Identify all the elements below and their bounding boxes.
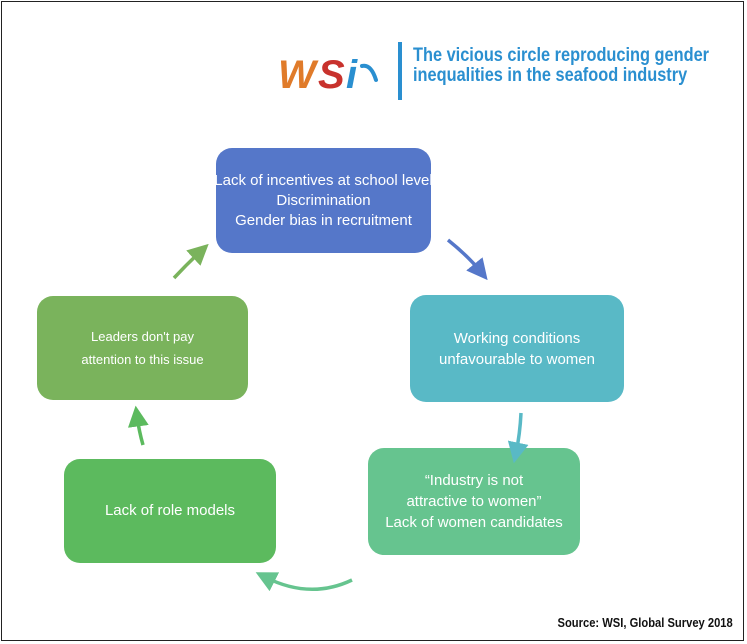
node-text: Leaders don't pay (91, 329, 194, 344)
node-text: attractive to women” (406, 493, 542, 510)
node-text: Gender bias in recruitment (235, 211, 412, 229)
node-text: unfavourable to women (439, 350, 595, 368)
node-school-incentives: Lack of incentives at school level Discr… (214, 148, 433, 253)
title-line-1: The vicious circle reproducing gender (413, 45, 710, 66)
node-text: Working conditions (453, 329, 581, 347)
svg-text:S: S (318, 53, 345, 96)
node-text: Discrimination (276, 191, 371, 209)
svg-text:W: W (278, 53, 319, 96)
diagram-title: The vicious circle reproducing gender in… (413, 45, 710, 86)
node-role-models: Lack of role models (64, 459, 276, 563)
node-text: Lack of women candidates (385, 514, 563, 531)
title-line-2: inequalities in the seafood industry (413, 65, 688, 86)
node-working-conditions: Working conditions unfavourable to women (410, 295, 624, 402)
node-text: attention to this issue (81, 352, 204, 367)
wsi-logo: W S i (278, 53, 378, 96)
source-note: Source: WSI, Global Survey 2018 (557, 615, 733, 630)
node-leaders-attention: Leaders don't pay attention to this issu… (37, 296, 248, 400)
node-text: Lack of incentives at school level (214, 171, 433, 189)
title-divider (398, 42, 402, 100)
node-text: Lack of role models (104, 502, 236, 519)
svg-text:i: i (346, 53, 358, 96)
node-text: “Industry is not (424, 472, 524, 489)
node-industry-not-attractive: “Industry is not attractive to women” La… (368, 448, 580, 555)
